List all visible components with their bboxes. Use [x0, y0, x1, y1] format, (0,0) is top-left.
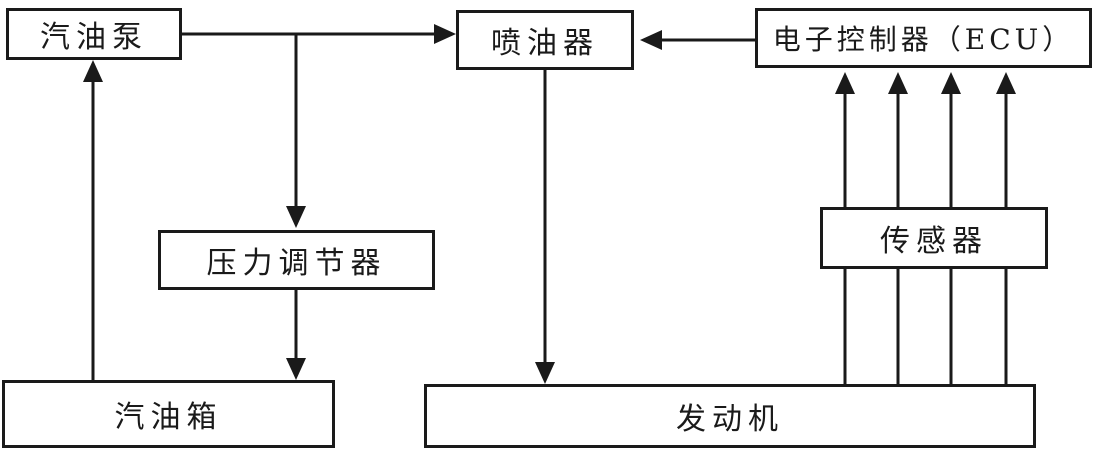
arrowhead-tank-to-pump — [83, 60, 103, 82]
arrowhead-engine-to-ecu-4 — [996, 72, 1016, 94]
arrowhead-regulator-to-tank — [286, 358, 306, 380]
fuel-pump-label: 汽油泵 — [40, 20, 148, 55]
arrowhead-ecu-to-injector — [640, 30, 662, 50]
fuel-tank-label: 汽油箱 — [114, 400, 223, 435]
arrowhead-pump-to-regulator — [286, 206, 306, 228]
arrowhead-engine-to-ecu-2 — [888, 72, 908, 94]
ecu-box: 电子控制器（ECU） — [755, 8, 1092, 68]
arrowhead-engine-to-ecu-1 — [835, 72, 855, 94]
injector-label: 喷油器 — [491, 26, 599, 61]
injector-box: 喷油器 — [456, 10, 634, 70]
arrowhead-injector-to-engine — [535, 362, 555, 384]
fuel-tank-box: 汽油箱 — [2, 380, 335, 448]
pressure-regulator-label: 压力调节器 — [206, 246, 387, 281]
pressure-regulator-box: 压力调节器 — [158, 230, 435, 290]
engine-box: 发动机 — [424, 384, 1036, 448]
fuel-pump-box: 汽油泵 — [6, 8, 182, 60]
sensor-label: 传感器 — [880, 224, 988, 259]
arrowhead-pump-to-injector — [434, 24, 456, 44]
ecu-label: 电子控制器（ECU） — [772, 23, 1075, 56]
engine-label: 发动机 — [676, 402, 784, 437]
arrowhead-engine-to-ecu-3 — [941, 72, 961, 94]
sensor-box: 传感器 — [820, 207, 1048, 269]
